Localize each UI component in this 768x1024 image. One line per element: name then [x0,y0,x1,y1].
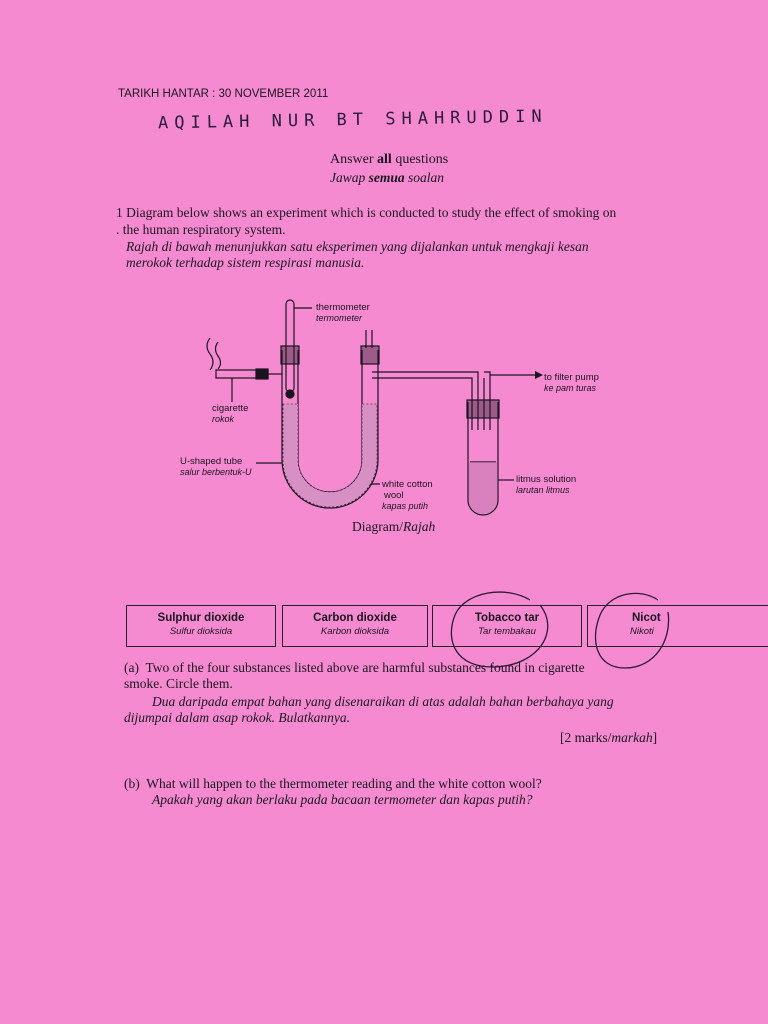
label-cotton-wool: white cotton wool kapas putih [382,479,433,512]
label-text-malay: kapas putih [382,501,429,511]
marks-text: [2 marks/ [560,730,612,745]
label-filter-pump: to filter pump ke pam turas [544,372,599,394]
label-text: white cotton [382,479,433,490]
u-tube-outer [281,350,379,509]
cotton-wool [282,403,378,508]
label-text: cigarette [212,403,249,414]
instruction-text: Jawap [330,170,366,185]
question-1-stem: 1 Diagram below shows an experiment whic… [116,205,716,271]
caption-text: Diagram/ [352,519,403,534]
instruction-bold: all [377,152,392,167]
label-text: wool [384,490,404,501]
substance-malay: Tar tembakau [478,626,536,637]
label-litmus: litmus solution larutan litmus [516,474,576,496]
thermometer-bulb [285,389,295,399]
substance-box-nicotine: Nicot Nikoti [587,605,768,647]
part-a-line: smoke. Circle them. [124,676,233,691]
question-stem-line: Diagram below shows an experiment which … [126,205,617,220]
stopper-right [360,345,380,365]
part-label: (b) [124,776,140,791]
smoke-wisp [214,341,222,370]
question-stem-malay: merokok terhadap sistem respirasi manusi… [126,255,365,270]
substance-box-tobacco-tar: Tobacco tar Tar tembakau [432,605,582,647]
substance-name: Sulphur dioxide [157,612,245,624]
instruction-bold: semua [368,170,405,185]
part-a: (a) Two of the four substances listed ab… [124,660,684,726]
substance-name: Carbon dioxide [313,612,397,624]
substance-malay: Nikoti [630,626,654,637]
label-cigarette: cigarette rokok [212,403,248,425]
label-text: thermometer [316,302,370,313]
due-date: TARIKH HANTAR : 30 NOVEMBER 2011 [118,88,329,100]
instruction-text: questions [395,152,449,167]
connector-tube [372,371,479,430]
part-a-line: Two of the four substances listed above … [145,660,585,675]
question-number: 1 [116,205,123,220]
instruction-text: Answer [330,152,374,167]
diagram-caption: Diagram/Rajah [352,519,435,535]
question-stem-malay: Rajah di bawah menunjukkan satu eksperim… [126,239,589,254]
part-a-malay: Dua daripada empat bahan yang disenaraik… [152,694,614,709]
cigarette-holder [255,368,269,380]
instruction-text: soalan [408,170,445,185]
question-stem-line: . the human respiratory system. [116,222,286,237]
label-text-malay: salur berbentuk-U [180,467,252,477]
part-b: (b) What will happen to the thermometer … [124,776,684,808]
connector-tube [484,371,491,430]
label-u-tube: U-shaped tube salur berbentuk-U [180,456,252,478]
label-text-malay: larutan litmus [516,485,570,495]
instruction-english: Answer all questions [330,152,448,168]
part-a-marks: [2 marks/markah] [560,730,657,746]
smoke-wisp [206,337,214,371]
part-label: (a) [124,660,139,675]
label-text: litmus solution [516,474,577,485]
caption-text-malay: Rajah [402,519,436,534]
label-text: U-shaped tube [180,456,243,467]
label-text-malay: ke pam turas [544,383,597,393]
substance-box-sulphur-dioxide: Sulphur dioxide Sulfur dioksida [126,605,276,647]
stopper-litmus [466,399,500,419]
substance-box-carbon-dioxide: Carbon dioxide Karbon dioksida [282,605,428,647]
substance-malay: Sulfur dioksida [169,626,233,637]
u-tube-inner [297,350,363,493]
label-text-malay: rokok [212,414,235,424]
pump-arrow-head [535,371,543,379]
substance-name: Nicot [632,612,661,624]
part-b-line: What will happen to the thermometer read… [146,776,542,791]
connector-tube [372,377,473,430]
marks-text-malay: markah [611,730,653,745]
label-thermometer: thermometer termometer [316,302,370,324]
litmus-liquid [469,462,497,514]
part-a-malay: dijumpai dalam asap rokok. Bulatkannya. [124,710,350,725]
label-text-malay: termometer [316,313,363,323]
substance-malay: Karbon dioksida [320,626,390,637]
instruction-malay: Jawap semua soalan [330,170,444,186]
substance-name: Tobacco tar [474,612,540,624]
part-b-malay: Apakah yang akan berlaku pada bacaan ter… [152,792,533,807]
stopper-left [280,345,300,365]
marks-text: ] [652,730,658,745]
label-text: to filter pump [544,372,599,383]
litmus-test-tube [467,402,499,516]
